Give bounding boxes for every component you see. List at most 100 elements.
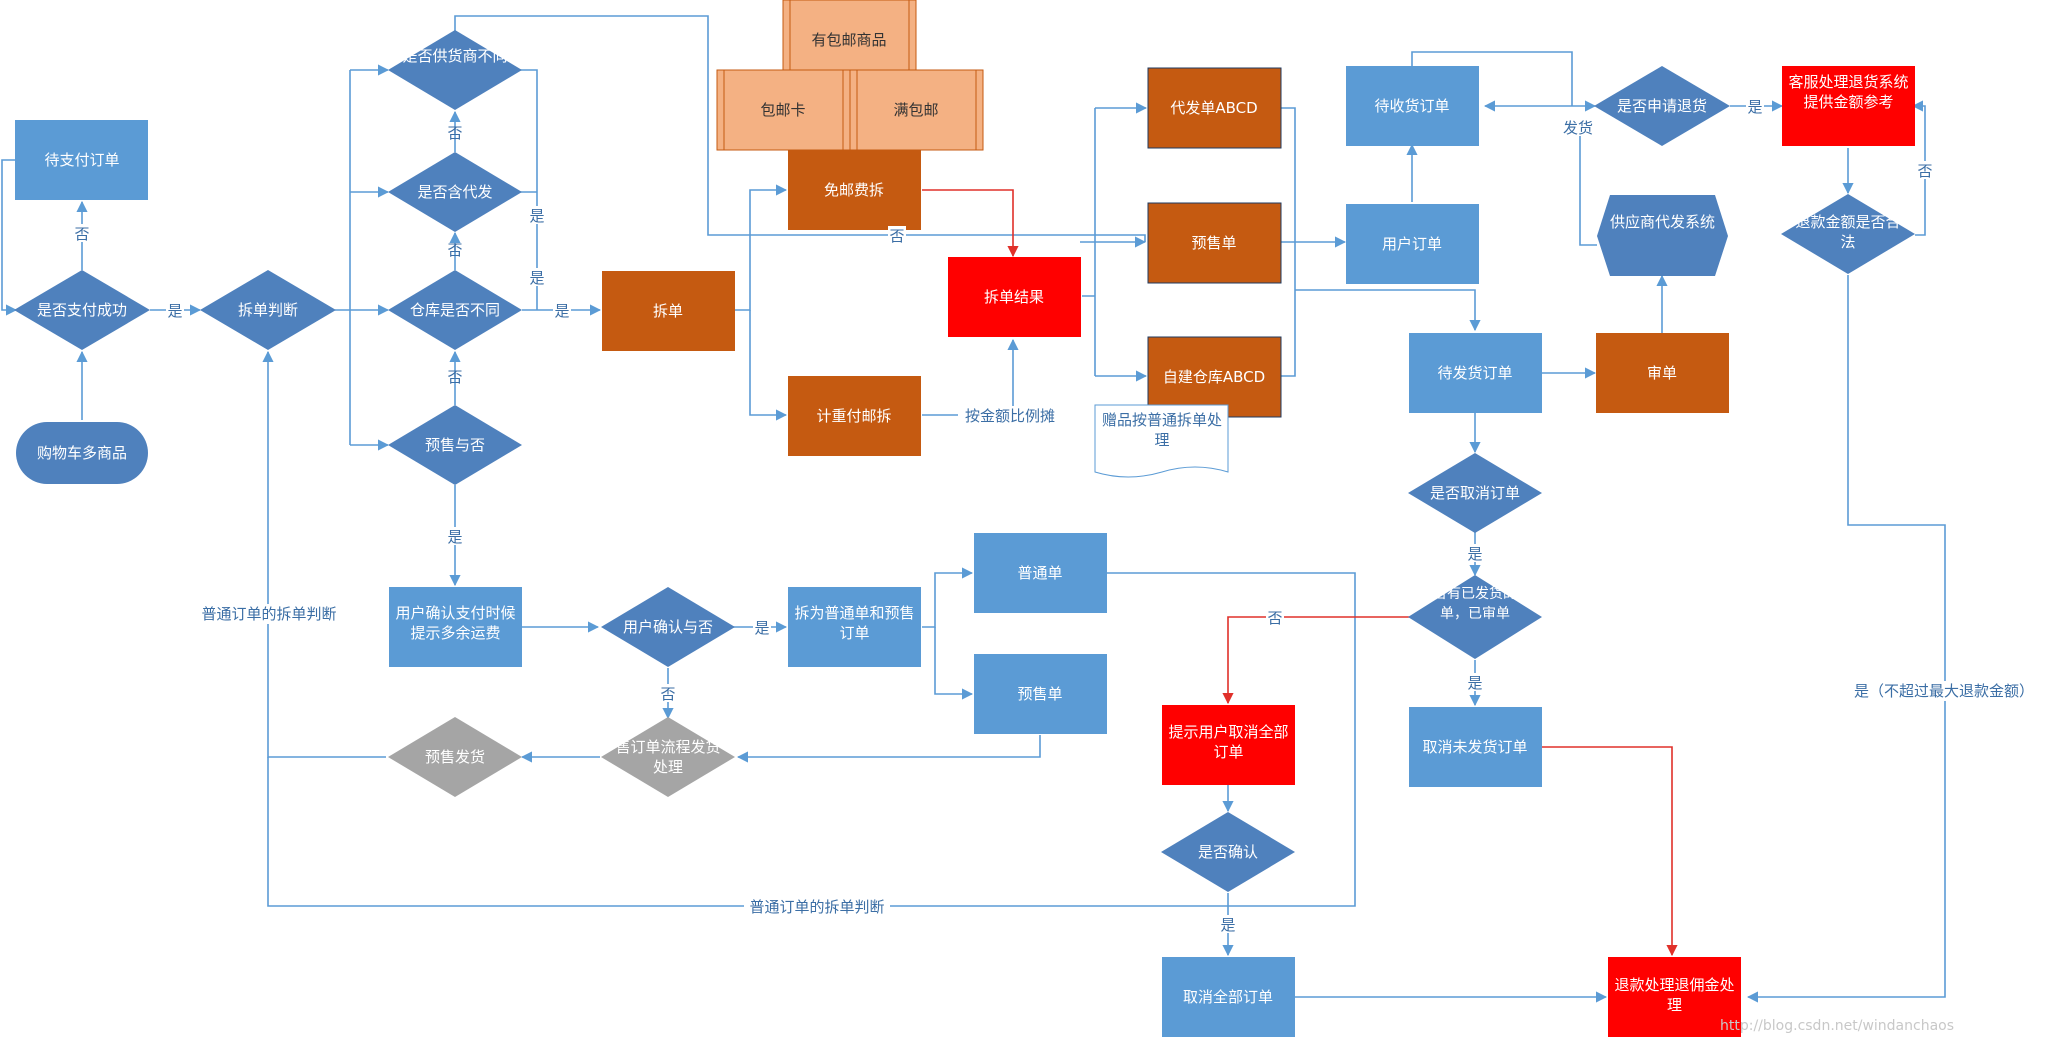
edge-label-no-shipped: 否 xyxy=(1267,609,1282,627)
node-refund-legal[interactable]: 退款金额是否合法 xyxy=(1781,194,1915,274)
node-review-order-label: 审单 xyxy=(1647,364,1677,382)
node-cancel-unshipped[interactable]: 取消未发货订单 xyxy=(1409,707,1542,787)
edge-label-no-has-dropship: 否 xyxy=(447,124,462,142)
node-refund-label: 退款处理退佣金处理 xyxy=(1614,976,1735,1014)
node-pay-success[interactable]: 是否支付成功 xyxy=(14,270,150,350)
node-gift-note-label: 赠品按普通拆单处理 xyxy=(1101,411,1222,449)
edge-label-yes-shipped: 是 xyxy=(1467,674,1482,692)
node-split-result[interactable]: 拆单结果 xyxy=(948,257,1081,337)
node-cs-return[interactable]: 客服处理退货系统提供金额参考 xyxy=(1782,66,1915,146)
node-has-dropship[interactable]: 是否含代发 xyxy=(388,152,522,232)
node-review-order[interactable]: 审单 xyxy=(1596,333,1729,413)
node-supplier-diff-label: 是否供货商不同 xyxy=(402,47,508,65)
edge-shipped-to-prompt xyxy=(1222,616,1410,705)
node-presale-ship[interactable]: 预售发货 xyxy=(388,717,522,797)
node-split-normal-presale-label: 拆为普通单和预售订单 xyxy=(794,604,915,642)
node-split-order[interactable]: 拆单 xyxy=(602,271,735,351)
node-cancel-q[interactable]: 是否取消订单 xyxy=(1408,453,1542,533)
node-cart-items[interactable]: 购物车多商品 xyxy=(16,422,148,484)
node-weight-ship-split-label: 计重付邮拆 xyxy=(816,407,891,425)
node-split-judge[interactable]: 拆单判断 xyxy=(200,270,336,350)
node-pending-pay[interactable]: 待支付订单 xyxy=(15,120,148,200)
node-free-ship-card-goods-label: 有包邮商品 xyxy=(811,31,886,49)
edge-pending-loop xyxy=(1,159,18,316)
edge-normal-return xyxy=(267,572,1356,907)
node-pending-ship[interactable]: 待发货订单 xyxy=(1409,333,1542,413)
node-presale-flow[interactable]: 售订单流程发货处理 xyxy=(601,717,735,797)
node-dropship-abcd-label: 代发单ABCD xyxy=(1170,99,1257,117)
edge-result-fanout xyxy=(1082,108,1096,376)
node-split-judge-label: 拆单判断 xyxy=(238,301,298,319)
node-free-ship-card-goods[interactable]: 有包邮商品 xyxy=(782,0,917,81)
edge-presale-to-flow xyxy=(736,735,1041,763)
edge-label-ship-goods: 发货 xyxy=(1563,119,1593,137)
watermark: http://blog.csdn.net/windanchaos xyxy=(1720,1018,1954,1034)
node-shipped-reviewed-label: 是否有已发货的拆单，已审单 xyxy=(1419,586,1531,622)
edge-cancelunship-to-refund xyxy=(1542,746,1678,957)
edge-split-to-presale xyxy=(934,627,974,700)
edge-label-by-amount: 按金额比例摊 xyxy=(965,407,1055,425)
node-user-confirm-q[interactable]: 用户确认与否 xyxy=(601,587,735,667)
node-dropship-abcd[interactable]: 代发单ABCD xyxy=(1147,67,1282,149)
node-warehouse-diff-label: 仓库是否不同 xyxy=(410,301,500,319)
edge-label-refund-max: 是（不超过最大退款金额） xyxy=(1854,682,2034,700)
edge-weight-to-result xyxy=(922,338,1019,416)
node-prompt-cancel-all[interactable]: 提示用户取消全部订单 xyxy=(1162,705,1295,785)
edge-split-fanout xyxy=(335,70,351,445)
node-cart-items-label: 购物车多商品 xyxy=(37,444,127,462)
node-cancel-all-label: 取消全部订单 xyxy=(1183,988,1273,1006)
node-user-confirm-q-label: 用户确认与否 xyxy=(623,618,713,636)
node-pending-receive-label: 待收货订单 xyxy=(1374,97,1449,115)
node-pending-ship-label: 待发货订单 xyxy=(1437,364,1512,382)
edge-label-yes-warehouse: 是 xyxy=(554,302,569,320)
node-weight-ship-split[interactable]: 计重付邮拆 xyxy=(788,376,921,456)
node-cancel-unshipped-label: 取消未发货订单 xyxy=(1422,738,1527,756)
edge-label-yes-dropship: 是 xyxy=(529,207,544,225)
node-shipped-reviewed[interactable]: 是否有已发货的拆单，已审单 xyxy=(1408,575,1542,659)
node-apply-return[interactable]: 是否申请退货 xyxy=(1594,66,1730,146)
node-split-result-label: 拆单结果 xyxy=(984,288,1044,306)
node-own-warehouse-abcd[interactable]: 自建仓库ABCD xyxy=(1147,336,1282,418)
node-supplier-dropship-sys-label: 供应商代发系统 xyxy=(1610,213,1715,231)
edge-label-normal-judge-bottom: 普通订单的拆单判断 xyxy=(749,898,884,916)
node-apply-return-label: 是否申请退货 xyxy=(1617,97,1707,115)
node-free-ship-card-label: 包邮卡 xyxy=(760,101,805,119)
node-user-confirm-pay[interactable]: 用户确认支付时候提示多余运费 xyxy=(389,587,522,667)
node-prompt-cancel-all-label: 提示用户取消全部订单 xyxy=(1168,723,1289,761)
node-confirm-q-label: 是否确认 xyxy=(1198,843,1258,861)
node-cs-return-label: 客服处理退货系统提供金额参考 xyxy=(1788,73,1909,111)
edge-label-normal-judge-left: 普通订单的拆单判断 xyxy=(201,605,336,623)
node-pending-receive[interactable]: 待收货订单 xyxy=(1346,66,1479,146)
node-presale-q[interactable]: 预售与否 xyxy=(388,405,522,485)
node-normal-order[interactable]: 普通单 xyxy=(974,533,1107,613)
node-confirm-q[interactable]: 是否确认 xyxy=(1161,812,1295,892)
node-presale-order-bottom[interactable]: 预售单 xyxy=(974,654,1107,734)
edge-user-to-ship xyxy=(1295,289,1481,332)
node-warehouse-diff[interactable]: 仓库是否不同 xyxy=(388,270,522,350)
node-supplier-diff[interactable]: 是否供货商不同 xyxy=(388,30,522,110)
edge-receive-top xyxy=(1411,51,1573,106)
node-refund[interactable]: 退款处理退佣金处理 xyxy=(1608,957,1741,1037)
edge-label-yes-final: 是 xyxy=(1220,916,1235,934)
edge-label-no-free-ship: 否 xyxy=(889,227,904,245)
edge-label-no-pay: 否 xyxy=(74,225,89,243)
node-pay-success-label: 是否支付成功 xyxy=(37,301,127,319)
node-presale-order-top[interactable]: 预售单 xyxy=(1147,202,1282,284)
node-refund-legal-label: 退款金额是否合法 xyxy=(1795,213,1901,251)
node-split-order-label: 拆单 xyxy=(653,302,683,320)
edge-split-to-free xyxy=(735,184,788,311)
edge-free-to-result xyxy=(922,189,1019,258)
node-free-ship-split[interactable]: 免邮费拆 xyxy=(788,150,921,230)
node-cancel-q-label: 是否取消订单 xyxy=(1430,484,1520,502)
edge-abcd-collector xyxy=(1281,107,1345,377)
node-cancel-all[interactable]: 取消全部订单 xyxy=(1162,957,1295,1037)
node-supplier-dropship-sys[interactable]: 供应商代发系统 xyxy=(1597,195,1728,276)
edge-label-yes-apply: 是 xyxy=(1747,98,1762,116)
node-user-order[interactable]: 用户订单 xyxy=(1346,204,1479,284)
edge-apply-to-supplier xyxy=(1579,130,1597,246)
node-free-ship-threshold[interactable]: 满包邮 xyxy=(849,69,984,151)
node-free-ship-card[interactable]: 包邮卡 xyxy=(716,69,851,151)
node-free-ship-split-label: 免邮费拆 xyxy=(824,181,884,199)
node-split-normal-presale[interactable]: 拆为普通单和预售订单 xyxy=(788,587,921,667)
